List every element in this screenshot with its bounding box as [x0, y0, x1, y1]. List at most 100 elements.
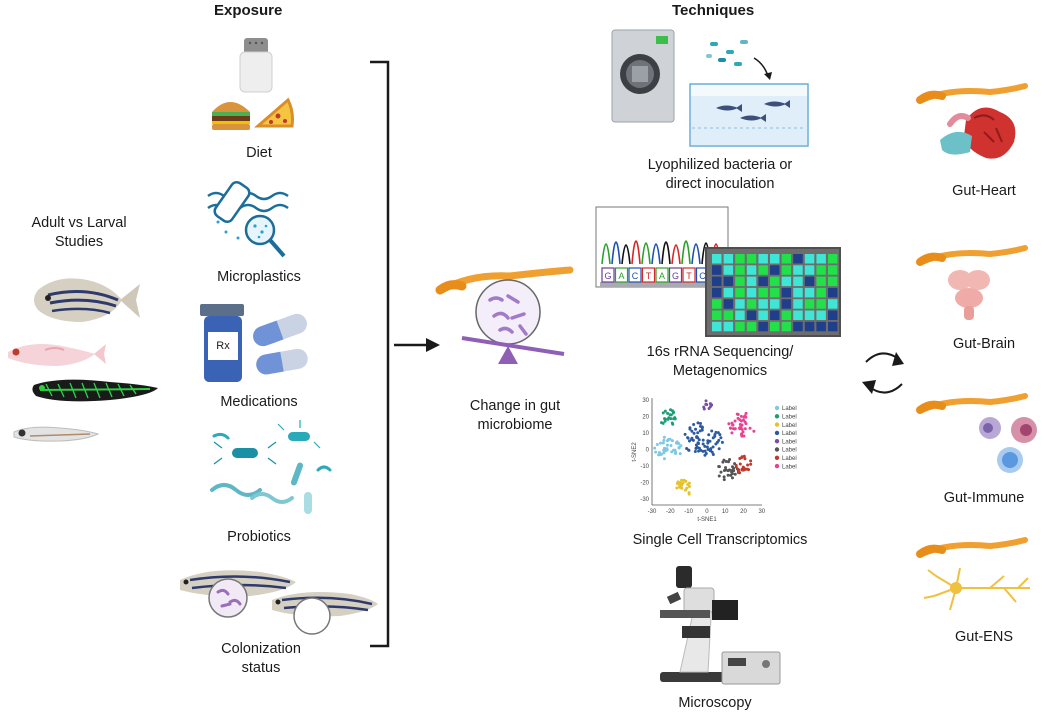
tsne-legend-label: Label [782, 439, 797, 445]
gut-immune-label: Gut-Immune [943, 490, 1025, 506]
tsne-point [707, 433, 711, 437]
plate-well [781, 254, 792, 264]
tsne-point [701, 438, 705, 442]
plate-well [828, 276, 838, 287]
tsne-point [735, 412, 739, 416]
tsne-point [726, 473, 730, 477]
tsne-point [653, 446, 657, 450]
transgenic-larva-icon [32, 379, 158, 402]
gut-brain-label: Gut-Brain [952, 336, 1016, 352]
tsne-point [663, 409, 667, 413]
tsne-point [665, 448, 669, 452]
plate-well [816, 276, 826, 287]
medications-label: Medications [220, 394, 298, 410]
plate-well [712, 287, 722, 298]
lyophilized-label-line1: Lyophilized bacteria or [647, 157, 793, 173]
tsne-point [678, 452, 682, 456]
colonization-label-line1: Colonization [221, 641, 301, 657]
tsne-point [730, 472, 734, 476]
tsne-point [734, 463, 738, 467]
plate-well [804, 310, 815, 320]
plate-well [816, 310, 826, 320]
tsne-point [721, 460, 725, 464]
plate-well [816, 287, 826, 298]
plate-well [712, 310, 722, 320]
tsne-point [697, 446, 701, 450]
plate-well [723, 299, 734, 309]
tsne-point [747, 468, 751, 472]
plate-well [793, 276, 803, 287]
tsne-point [743, 414, 747, 418]
plate-well [758, 276, 768, 287]
lyophilized-label-line2: direct inoculation [665, 176, 775, 192]
tsne-point [749, 462, 753, 466]
tsne-point [730, 468, 734, 472]
plate-well [781, 276, 792, 287]
sequencing-label-line2: Metagenomics [672, 363, 768, 379]
tsne-point [659, 441, 663, 445]
plate-well [770, 310, 780, 320]
tsne-point [708, 439, 712, 443]
plate-well [723, 276, 734, 287]
tsne-ytick: -30 [640, 497, 649, 503]
tsne-point [663, 417, 667, 421]
gut-heart-icon [916, 83, 1028, 159]
plate-well [770, 321, 780, 332]
colonization-label: Colonization status [196, 640, 326, 678]
tsne-point [700, 425, 704, 429]
tsne-point [654, 450, 658, 454]
plate-well [735, 265, 745, 275]
plate-well [828, 321, 838, 332]
tsne-point [713, 432, 717, 436]
tsne-point [707, 406, 711, 410]
tsne-point [691, 438, 695, 442]
tsne-legend-label: Label [782, 448, 797, 454]
tsne-xtick: 0 [705, 509, 709, 515]
plate-well [781, 287, 792, 298]
tsne-point [661, 441, 665, 445]
plate-well [758, 321, 768, 332]
pill-bottle-text: Rx [216, 340, 230, 352]
plate-well [804, 265, 815, 275]
base-tile [641, 267, 656, 283]
plate-well [712, 321, 722, 332]
base-letter: C [699, 271, 706, 281]
tsne-point [719, 436, 723, 440]
tsne-point [670, 421, 674, 425]
tsne-legend-label: Label [782, 431, 797, 437]
plate-well [758, 299, 768, 309]
tsne-point [744, 411, 748, 415]
gut-ens-label: Gut-ENS [954, 629, 1013, 645]
colonization-label-line2: status [241, 660, 281, 676]
tsne-point [675, 441, 679, 445]
plate-well [746, 299, 757, 309]
plate-well [781, 265, 792, 275]
tsne-point [682, 478, 686, 482]
tsne-point [670, 439, 674, 443]
tsne-point [657, 450, 661, 454]
tsne-point [699, 422, 703, 426]
tsne-point [663, 419, 667, 423]
tsne-point [696, 421, 700, 425]
tsne-point [717, 474, 721, 478]
tsne-legend-swatch [774, 422, 780, 427]
tsne-point [676, 480, 680, 484]
plate-well [712, 265, 722, 275]
lyophilized-label: Lyophilized bacteria or direct inoculati… [620, 156, 820, 194]
plate-well [770, 276, 780, 287]
tsne-legend-swatch [774, 414, 780, 419]
tsne-point [662, 451, 666, 455]
plate-well [793, 299, 803, 309]
plate-well [758, 254, 768, 264]
plate-well [804, 321, 815, 332]
tsne-point [655, 443, 659, 447]
plate-well [735, 276, 745, 287]
tsne-legend-swatch [774, 463, 780, 469]
tsne-legend-swatch [774, 405, 780, 411]
pill-bottle-icon [200, 304, 244, 382]
tsne-xtick: 20 [740, 509, 747, 515]
plate-well [828, 287, 838, 298]
tsne-point [680, 486, 684, 490]
base-letter: A [659, 271, 665, 281]
